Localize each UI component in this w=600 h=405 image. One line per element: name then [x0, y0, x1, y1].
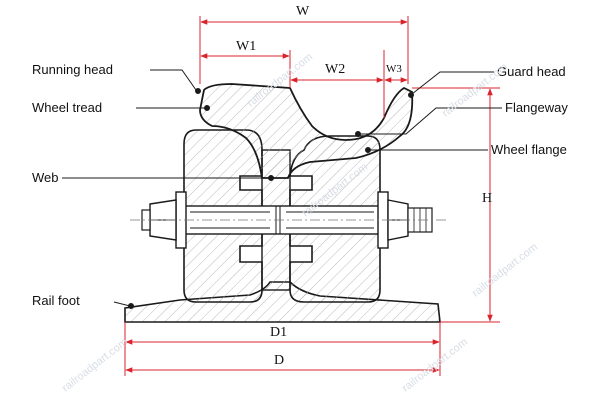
- label-running-head: Running head: [32, 62, 113, 77]
- dim-d1-label: D1: [270, 325, 288, 340]
- dim-w1-label: W1: [236, 39, 257, 54]
- dim-w3-label: W3: [386, 63, 402, 75]
- leader-running-head: [150, 69, 197, 91]
- dim-d-label: D: [274, 353, 285, 368]
- label-wheel-tread: Wheel tread: [32, 100, 103, 115]
- rail-head-shape: [199, 83, 414, 179]
- leader-flangeway: [360, 107, 502, 135]
- leader-guard-head: [411, 71, 494, 95]
- dim-w2-label: W2: [325, 62, 346, 77]
- label-web: Web: [32, 170, 59, 185]
- dim-h-label: H: [482, 191, 493, 206]
- label-wheel-flange: Wheel flange: [491, 142, 567, 157]
- label-rail-foot: Rail foot: [32, 293, 80, 308]
- label-guard-head: Guard head: [497, 64, 566, 79]
- dim-w-label: W: [296, 4, 310, 19]
- label-flangeway: Flangeway: [505, 100, 568, 115]
- leader-rail-foot: [113, 301, 131, 307]
